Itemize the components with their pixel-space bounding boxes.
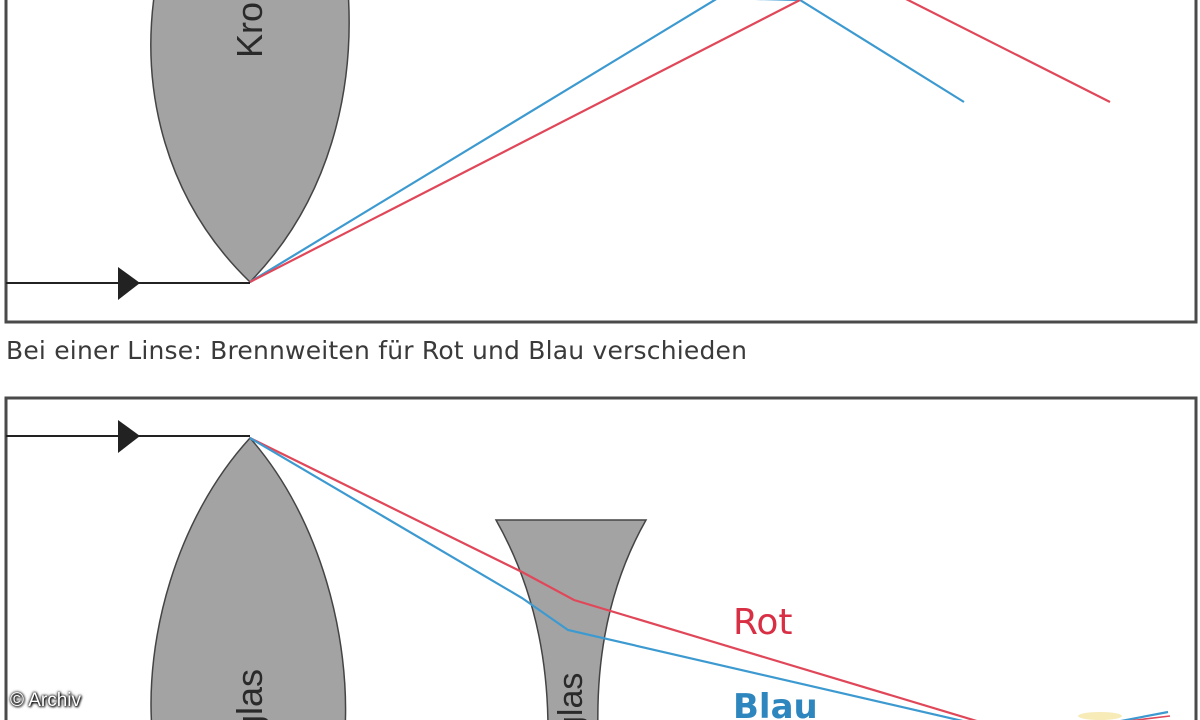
bottom-convex-lens xyxy=(150,436,347,720)
diagram-caption: Bei einer Linse: Brennweiten für Rot und… xyxy=(6,336,748,365)
bottom-focus-glow xyxy=(1078,712,1122,720)
bottom-panel-frame xyxy=(4,396,1198,720)
bottom-lens2-label: glas xyxy=(552,673,590,720)
top-red-ray-return xyxy=(905,0,1111,103)
bottom-red-ray xyxy=(249,437,978,720)
copyright-watermark: © Archiv xyxy=(10,690,82,711)
bottom-panel: glas glas Rot Blau xyxy=(4,396,1198,720)
bottom-blue-ray xyxy=(249,437,964,720)
top-lens-label: Kro xyxy=(229,2,270,58)
top-panel-frame xyxy=(4,0,1198,324)
top-panel: Kro xyxy=(4,0,1198,324)
red-label: Rot xyxy=(733,602,793,643)
bottom-input-arrow xyxy=(118,420,140,453)
blue-label: Blau xyxy=(733,687,818,720)
top-input-arrow xyxy=(118,267,140,300)
top-red-ray xyxy=(249,0,801,283)
bottom-lens1-label: glas xyxy=(229,669,270,720)
bottom-blue-ray-end xyxy=(1120,710,1169,720)
top-blue-ray xyxy=(249,0,965,283)
bottom-red-ray-end xyxy=(1129,715,1171,720)
bottom-concave-lens xyxy=(494,519,648,720)
